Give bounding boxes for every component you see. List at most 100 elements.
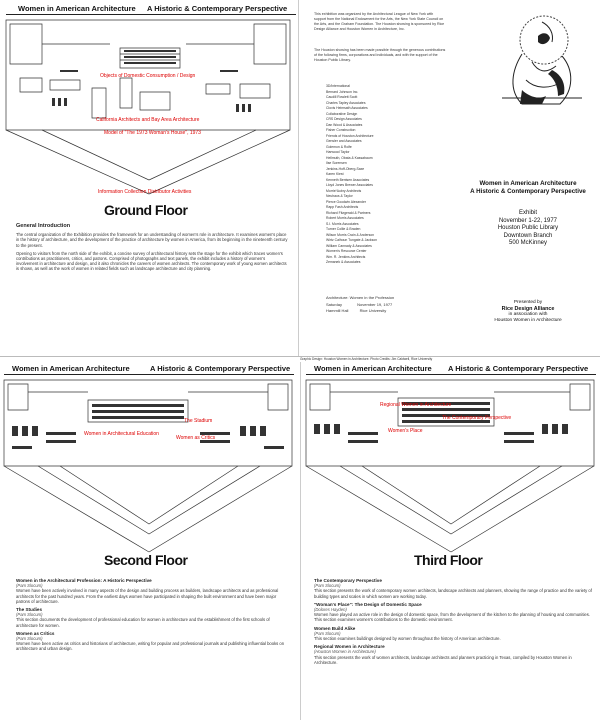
sculpture-illustration xyxy=(482,15,590,110)
exhibit-library: Houston Public Library xyxy=(497,225,559,231)
plan-label-women-as-critics: Women as Critics xyxy=(176,435,216,441)
section-text: This section examines buildings designed… xyxy=(314,636,501,642)
plan-label-womans-house-model: Model of "The 1973 Woman's House", 1973 xyxy=(104,130,201,136)
contributor-name: Lloyd Jones Brewer Associates xyxy=(326,183,373,187)
contributor-name: Pierce Goodwin Alexander xyxy=(326,199,366,204)
contributor-name: Kenneth Bentsen Associates xyxy=(326,177,370,182)
presenter-org-1: Rice Design Alliance xyxy=(501,306,555,312)
plan-label-domestic-design: Objects of Domestic Consumption / Design xyxy=(100,73,196,79)
third-floor-section: "Woman's Place": The Design of Domestic … xyxy=(314,602,592,623)
header-title: Women in American Architecture xyxy=(18,4,136,13)
section-text: Women have been actively involved in man… xyxy=(16,588,279,604)
section-text: Women have played an active role in the … xyxy=(314,612,590,623)
contributor-name: Zemanek & Associates xyxy=(326,260,361,264)
plan-label-california-architects: California Architects and Bay Area Archi… xyxy=(96,117,200,123)
second-floor-text: Women in the Architectural Profession: A… xyxy=(16,576,288,655)
ground-floor-panel: Women in American Architecture A Histori… xyxy=(0,0,298,356)
section-author: (Houston Women in Architecture) xyxy=(314,649,376,655)
plan-label-regional-women: Regional Women in Architecture xyxy=(380,402,452,408)
plan-label-contemporary-perspective: The Contemporary Perspective xyxy=(442,415,512,421)
general-introduction-heading: General Introduction xyxy=(16,223,71,229)
second-floor-panel: Women in American Architecture A Histori… xyxy=(0,362,298,720)
lecture-note: Architecture: Women in the Profession xyxy=(326,295,395,300)
section-title: The Contemporary Perspective xyxy=(314,578,382,583)
contributor-name: Collaborative Design xyxy=(326,111,358,116)
contributor-list: 3D/International Bernard Johnson Inc. Ca… xyxy=(326,84,446,266)
contributor-name: William Cannady & Associates xyxy=(326,243,372,248)
plan-label-architectural-education: Women in Architectural Education xyxy=(84,431,159,437)
lecture-day: Saturday xyxy=(326,302,343,307)
contributor-name: Clovis Heimsath Associates xyxy=(326,106,368,110)
contributor-name: Wm. R. Jenkins Architects xyxy=(326,254,366,259)
plan-label-stadium: The Stadium xyxy=(184,418,213,424)
plan-label-information-distributor: Information Collection Distributor Activ… xyxy=(98,189,192,195)
section-title: Women as Critics xyxy=(16,630,55,636)
plan-label-womans-place: Women's Place xyxy=(388,428,423,434)
lecture-date: November 19, 1977 xyxy=(357,302,393,307)
section-text: Women have been active as critics and hi… xyxy=(16,641,285,652)
header-title-2: Women in American Architecture xyxy=(12,364,130,373)
exhibit-heading: Exhibit xyxy=(518,210,537,216)
contributor-name: Hellmuth, Obata & Kassabaum xyxy=(326,155,373,160)
section-title: Regional Women in Architecture xyxy=(314,644,385,650)
general-introduction-paragraph-2: Opening to visitors from the north side … xyxy=(16,250,287,272)
section-author: (Pam Slocum) xyxy=(314,583,341,589)
fold-line-horizontal xyxy=(0,356,600,357)
exhibit-address: 500 McKinney xyxy=(508,240,548,246)
section-text: This section presents the work of contem… xyxy=(314,588,592,599)
contributor-name: CRS Design Associates xyxy=(326,117,362,121)
contributor-name: Caudill Rowlett Scott xyxy=(326,95,358,99)
third-floor-section: The Contemporary Perspective (Pam Slocum… xyxy=(314,578,592,599)
lecture-hall: Hammill Hall xyxy=(326,308,349,313)
in-association-label: in association with xyxy=(508,312,548,317)
contributor-name: Robert Morris Associates xyxy=(326,216,364,220)
header-subtitle-3: A Historic & Contemporary Perspective xyxy=(448,364,589,373)
contributor-name: Karen Kiest xyxy=(326,172,344,176)
cover-title-block: Women in American Architecture A Histori… xyxy=(456,180,600,195)
section-text: This section documents the development o… xyxy=(16,617,270,628)
section-author: (Pam Slocum) xyxy=(16,612,43,618)
contributor-name: Bernard Johnson Inc. xyxy=(326,89,359,94)
fold-line-2 xyxy=(300,362,301,720)
third-floor-plan xyxy=(302,374,600,554)
second-floor-section: Women as Critics (Pam Slocum) Women have… xyxy=(16,631,288,652)
ground-floor-title: Ground Floor xyxy=(104,202,188,218)
contributor-name: Harwood Taylor xyxy=(326,150,350,154)
third-floor-section: Women Build Alike (Pam Slocum) This sect… xyxy=(314,626,592,642)
credits-para-2: The Houston showing has been made possib… xyxy=(314,48,446,62)
header-rule-3 xyxy=(306,374,596,375)
cover-title-line-1: Women in American Architecture xyxy=(479,180,577,187)
third-floor-panel: Women in American Architecture A Histori… xyxy=(302,362,600,720)
header-rule xyxy=(6,14,296,15)
print-credit-line: Graphic Design: Houston Women in Archite… xyxy=(300,357,433,361)
section-author: (Dolores Hayden) xyxy=(314,607,347,613)
presented-by-label: Presented by xyxy=(513,300,543,305)
contributor-name: Neuhaus & Taylor xyxy=(326,194,353,198)
section-title: The Studies xyxy=(16,607,43,613)
section-title: Women Build Alike xyxy=(314,625,356,631)
header-subtitle-2: A Historic & Contemporary Perspective xyxy=(150,364,291,373)
contributor-name: Jenkins-Hoff-Oberg-Saxe xyxy=(326,166,365,171)
exhibit-cover-panel: Women in American Architecture A Histori… xyxy=(452,0,600,356)
header-title-3: Women in American Architecture xyxy=(314,364,432,373)
ground-floor-text: General Introduction The central organiz… xyxy=(16,222,288,275)
third-floor-text: The Contemporary Perspective (Pam Slocum… xyxy=(314,576,592,668)
lecture-place: Rice University xyxy=(359,308,387,313)
section-text: This section presents the work of women … xyxy=(314,654,572,665)
contributor-name: Golemon & Rolfe xyxy=(326,144,352,149)
section-author: (Pam Slocum) xyxy=(314,630,341,636)
exhibit-dates: November 1-22, 1977 xyxy=(498,217,558,224)
credits-intro: This exhibition was organized by the Arc… xyxy=(314,12,445,31)
contributor-name: Gensler and Associates xyxy=(326,139,362,143)
contributor-name: Ilse Sorensen xyxy=(326,161,347,165)
contributor-name: Dan Wood & Associates xyxy=(326,122,363,127)
contributor-name: S.I. Morris Associates xyxy=(326,221,359,226)
lecture-venue-row: Hammill Hall Rice University xyxy=(326,308,446,313)
second-floor-section: The Studies (Pam Slocum) This section do… xyxy=(16,607,288,628)
presenter-org-2: Houston Women in Architecture xyxy=(494,318,562,323)
contributor-name: Fisher Construction xyxy=(326,128,356,132)
second-floor-plan xyxy=(0,374,298,554)
ground-floor-plan xyxy=(0,14,298,204)
contributor-name: Morris*Aubry Architects xyxy=(326,188,362,193)
third-floor-section: Regional Women in Architecture (Houston … xyxy=(314,644,592,665)
